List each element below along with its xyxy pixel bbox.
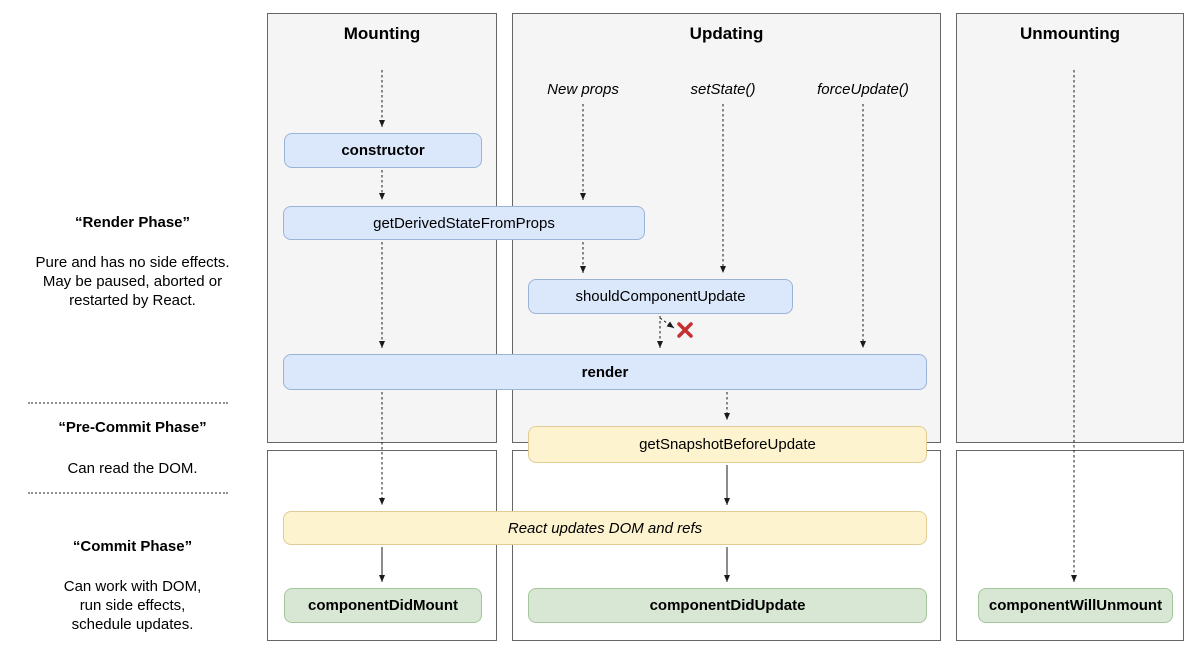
commit-phase-title: “Commit Phase” bbox=[72, 538, 193, 555]
commit-phase-description: Can work with DOM, run side effects, sch… bbox=[63, 578, 202, 633]
column-title-unmounting: Unmounting bbox=[1019, 24, 1121, 43]
phase-divider-top bbox=[28, 402, 228, 404]
node-component-will-unmount: componentWillUnmount bbox=[978, 588, 1173, 623]
column-title-mounting: Mounting bbox=[343, 24, 421, 43]
node-get-derived-state-from-props: getDerivedStateFromProps bbox=[283, 206, 645, 240]
pre-commit-phase-title: “Pre-Commit Phase” bbox=[58, 419, 207, 436]
trigger-set-state: setState() bbox=[690, 81, 756, 98]
trigger-force-update: forceUpdate() bbox=[817, 81, 909, 98]
column-title-updating: Updating bbox=[689, 24, 764, 43]
unmounting-render-panel bbox=[956, 13, 1184, 443]
node-constructor: constructor bbox=[284, 133, 482, 168]
node-should-component-update: shouldComponentUpdate bbox=[528, 279, 793, 314]
render-phase-description: Pure and has no side effects. May be pau… bbox=[35, 254, 230, 309]
node-react-updates-dom: React updates DOM and refs bbox=[283, 511, 927, 545]
node-component-did-mount: componentDidMount bbox=[284, 588, 482, 623]
render-phase-title: “Render Phase” bbox=[74, 214, 191, 231]
node-component-did-update: componentDidUpdate bbox=[528, 588, 927, 623]
pre-commit-phase-description: Can read the DOM. bbox=[67, 460, 198, 477]
node-render: render bbox=[283, 354, 927, 390]
phase-divider-bottom bbox=[28, 492, 228, 494]
node-get-snapshot-before-update: getSnapshotBeforeUpdate bbox=[528, 426, 927, 463]
trigger-new-props: New props bbox=[547, 81, 619, 98]
